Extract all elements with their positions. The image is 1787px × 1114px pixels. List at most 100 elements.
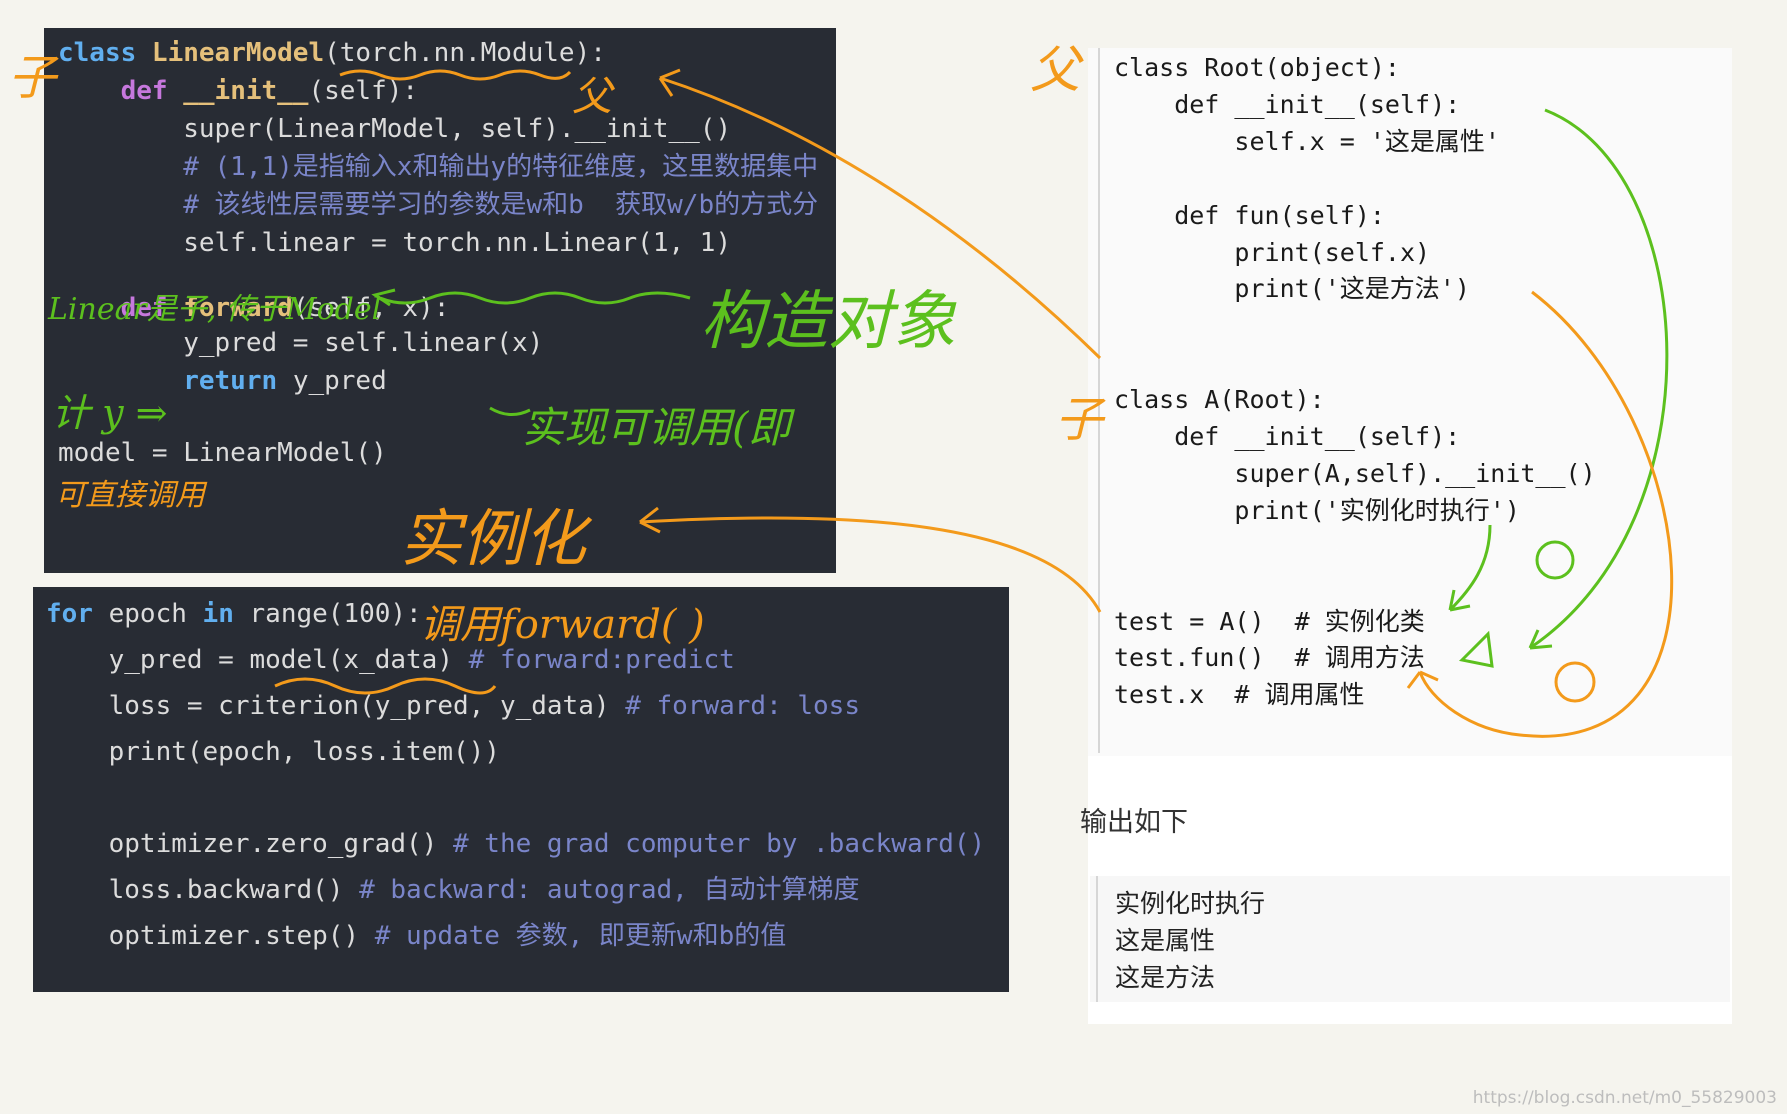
code-line: super(A,self).__init__() [1114,458,1596,488]
code-line: # 该线性层需要学习的参数是w和b 获取w/b的方式分 [58,188,828,222]
code-line: def __init__(self): [1114,89,1461,119]
code-token: for [46,599,109,629]
code-line: print('实例化时执行') [1114,495,1520,525]
triangle-mark [1458,630,1494,668]
code-line: print(self.x) [1114,237,1431,267]
code-token: forward [183,293,293,323]
code-line: class A(Root): [1114,385,1325,415]
code-token: # backward: autograd, 自动计算梯度 [359,875,860,905]
code-line: self.x = '这是属性' [1114,126,1500,156]
note-calc-y: 计 y ⇒ [52,391,168,435]
code-token: return [58,366,293,396]
arrowhead-instantiate [639,506,661,534]
arrow-two [1418,290,1674,738]
note-fu-right: 父 [1030,41,1080,99]
arrow-one [1448,524,1492,612]
note-callable: 实现可调用(即 [522,403,791,452]
code-line: def __init__(self): [1114,422,1461,451]
code-token: (self, x): [292,293,450,323]
code-token: y_pred = self.linear(x) [58,328,544,358]
code-token: def [58,293,184,323]
arrowhead-inherit [658,68,681,97]
code-token: # forward: loss [625,691,860,721]
code-token: print(epoch, loss.item()) [46,737,500,767]
note-direct-call: 可直接调用 [55,478,205,513]
note-zi-left: 子 [8,50,57,106]
code-token: loss = criterion(y_pred, y_data) [46,691,626,721]
code-line: model = LinearModel() [58,436,828,470]
underline-linear [379,291,691,305]
code-token: # 该线性层需要学习的参数是w和b 获取w/b的方式分 [58,190,819,220]
arrowhead-one [1448,589,1471,612]
output-line: 实例化时执行 [1115,889,1266,918]
code-token: optimizer.zero_grad() [46,829,453,859]
output-line: 这是方法 [1115,963,1216,992]
code-token: epoch [108,599,203,629]
code-token: # forward:predict [468,645,735,675]
code-panel-linear-model: class LinearModel(torch.nn.Module): def … [44,28,836,573]
code-line: def __init__(self): [58,74,828,108]
note-linear-child: Linear是子, 传于Model [48,292,382,327]
code-token: model = LinearModel() [58,438,387,468]
note-zi-right: 子 [1055,392,1104,448]
code-token: range(100): [249,599,422,629]
code-line: print(epoch, loss.item()) [46,735,1001,769]
code-line: class LinearModel(torch.nn.Module): [58,36,828,70]
code-line: optimizer.zero_grad() # the grad compute… [46,827,1001,861]
note-call-forward: 调用forward( ) [420,602,705,648]
circle-two [1554,661,1596,703]
code-line: loss.backward() # backward: autograd, 自动… [46,873,1001,907]
code-line: def forward(self, x): [58,291,828,325]
output-line: 这是属性 [1115,926,1216,955]
arrow-instantiate [639,516,1102,613]
code-line: test.x # 调用属性 [1114,680,1365,710]
output-block [1090,876,1730,1002]
code-token: class [58,38,152,68]
code-line: optimizer.step() # update 参数, 即更新w和b的值 [46,919,1001,953]
code-token: self.linear = torch.nn.Linear(1, 1) [58,228,732,258]
code-token: # the grad computer by .backward() w [453,829,1001,859]
code-token: y_pred = model(x_data) [46,645,469,675]
code-token: # update 参数, 即更新w和b的值 [374,921,787,951]
underline-self-linear [489,406,531,416]
note-instantiate: 实例化 [400,502,587,575]
code-line: self.linear = torch.nn.Linear(1, 1) [58,226,828,260]
arrow-init-to-fun [1529,108,1669,650]
watermark: https://blog.csdn.net/m0_55829003 [1472,1088,1777,1108]
code-line: super(LinearModel, self).__init__() [58,112,828,146]
arrowhead-init-fun [1528,629,1553,650]
code-line: y_pred = self.linear(x) [58,326,828,360]
circle-one [1535,540,1575,580]
code-panel-training-loop: for epoch in range(100): y_pred = model(… [33,587,1009,992]
output-heading: 输出如下 [1080,807,1188,838]
code-line: for epoch in range(100): [46,597,1001,631]
code-token: optimizer.step() [46,921,375,951]
code-token: loss.backward() [46,875,360,905]
code-token: LinearModel [151,38,325,68]
code-token: def [58,76,184,106]
code-token: super(LinearModel, self).__init__() [58,114,732,144]
code-token: __init__ [183,76,309,106]
code-line: class Root(object): [1114,53,1400,82]
code-line: # (1,1)是指输入x和输出y的特征维度，这里数据集中 [58,150,828,184]
code-token: (self): [308,76,419,106]
code-line: y_pred = model(x_data) # forward:predict [46,643,1001,677]
code-line: print('这是方法') [1114,274,1470,304]
code-token: (torch.nn.Module): [324,38,606,68]
arrow-linear-note [371,288,396,307]
code-block-border [1098,48,1100,753]
code-line: return y_pred [58,364,828,398]
note-fu-left: 父 [572,74,612,120]
underline-model-call [274,677,497,695]
code-token: y_pred [292,366,387,396]
code-token: # (1,1)是指输入x和输出y的特征维度，这里数据集中 [58,152,819,182]
note-construct-object: 构造对象 [700,285,956,359]
code-token: in [202,599,250,629]
output-block-border [1096,876,1098,1002]
code-line: def fun(self): [1114,200,1385,230]
code-line: loss = criterion(y_pred, y_data) # forwa… [46,689,1001,723]
code-line: test = A() # 实例化类 [1114,606,1425,636]
arrowhead-two [1406,670,1439,689]
underline-module [339,69,572,81]
